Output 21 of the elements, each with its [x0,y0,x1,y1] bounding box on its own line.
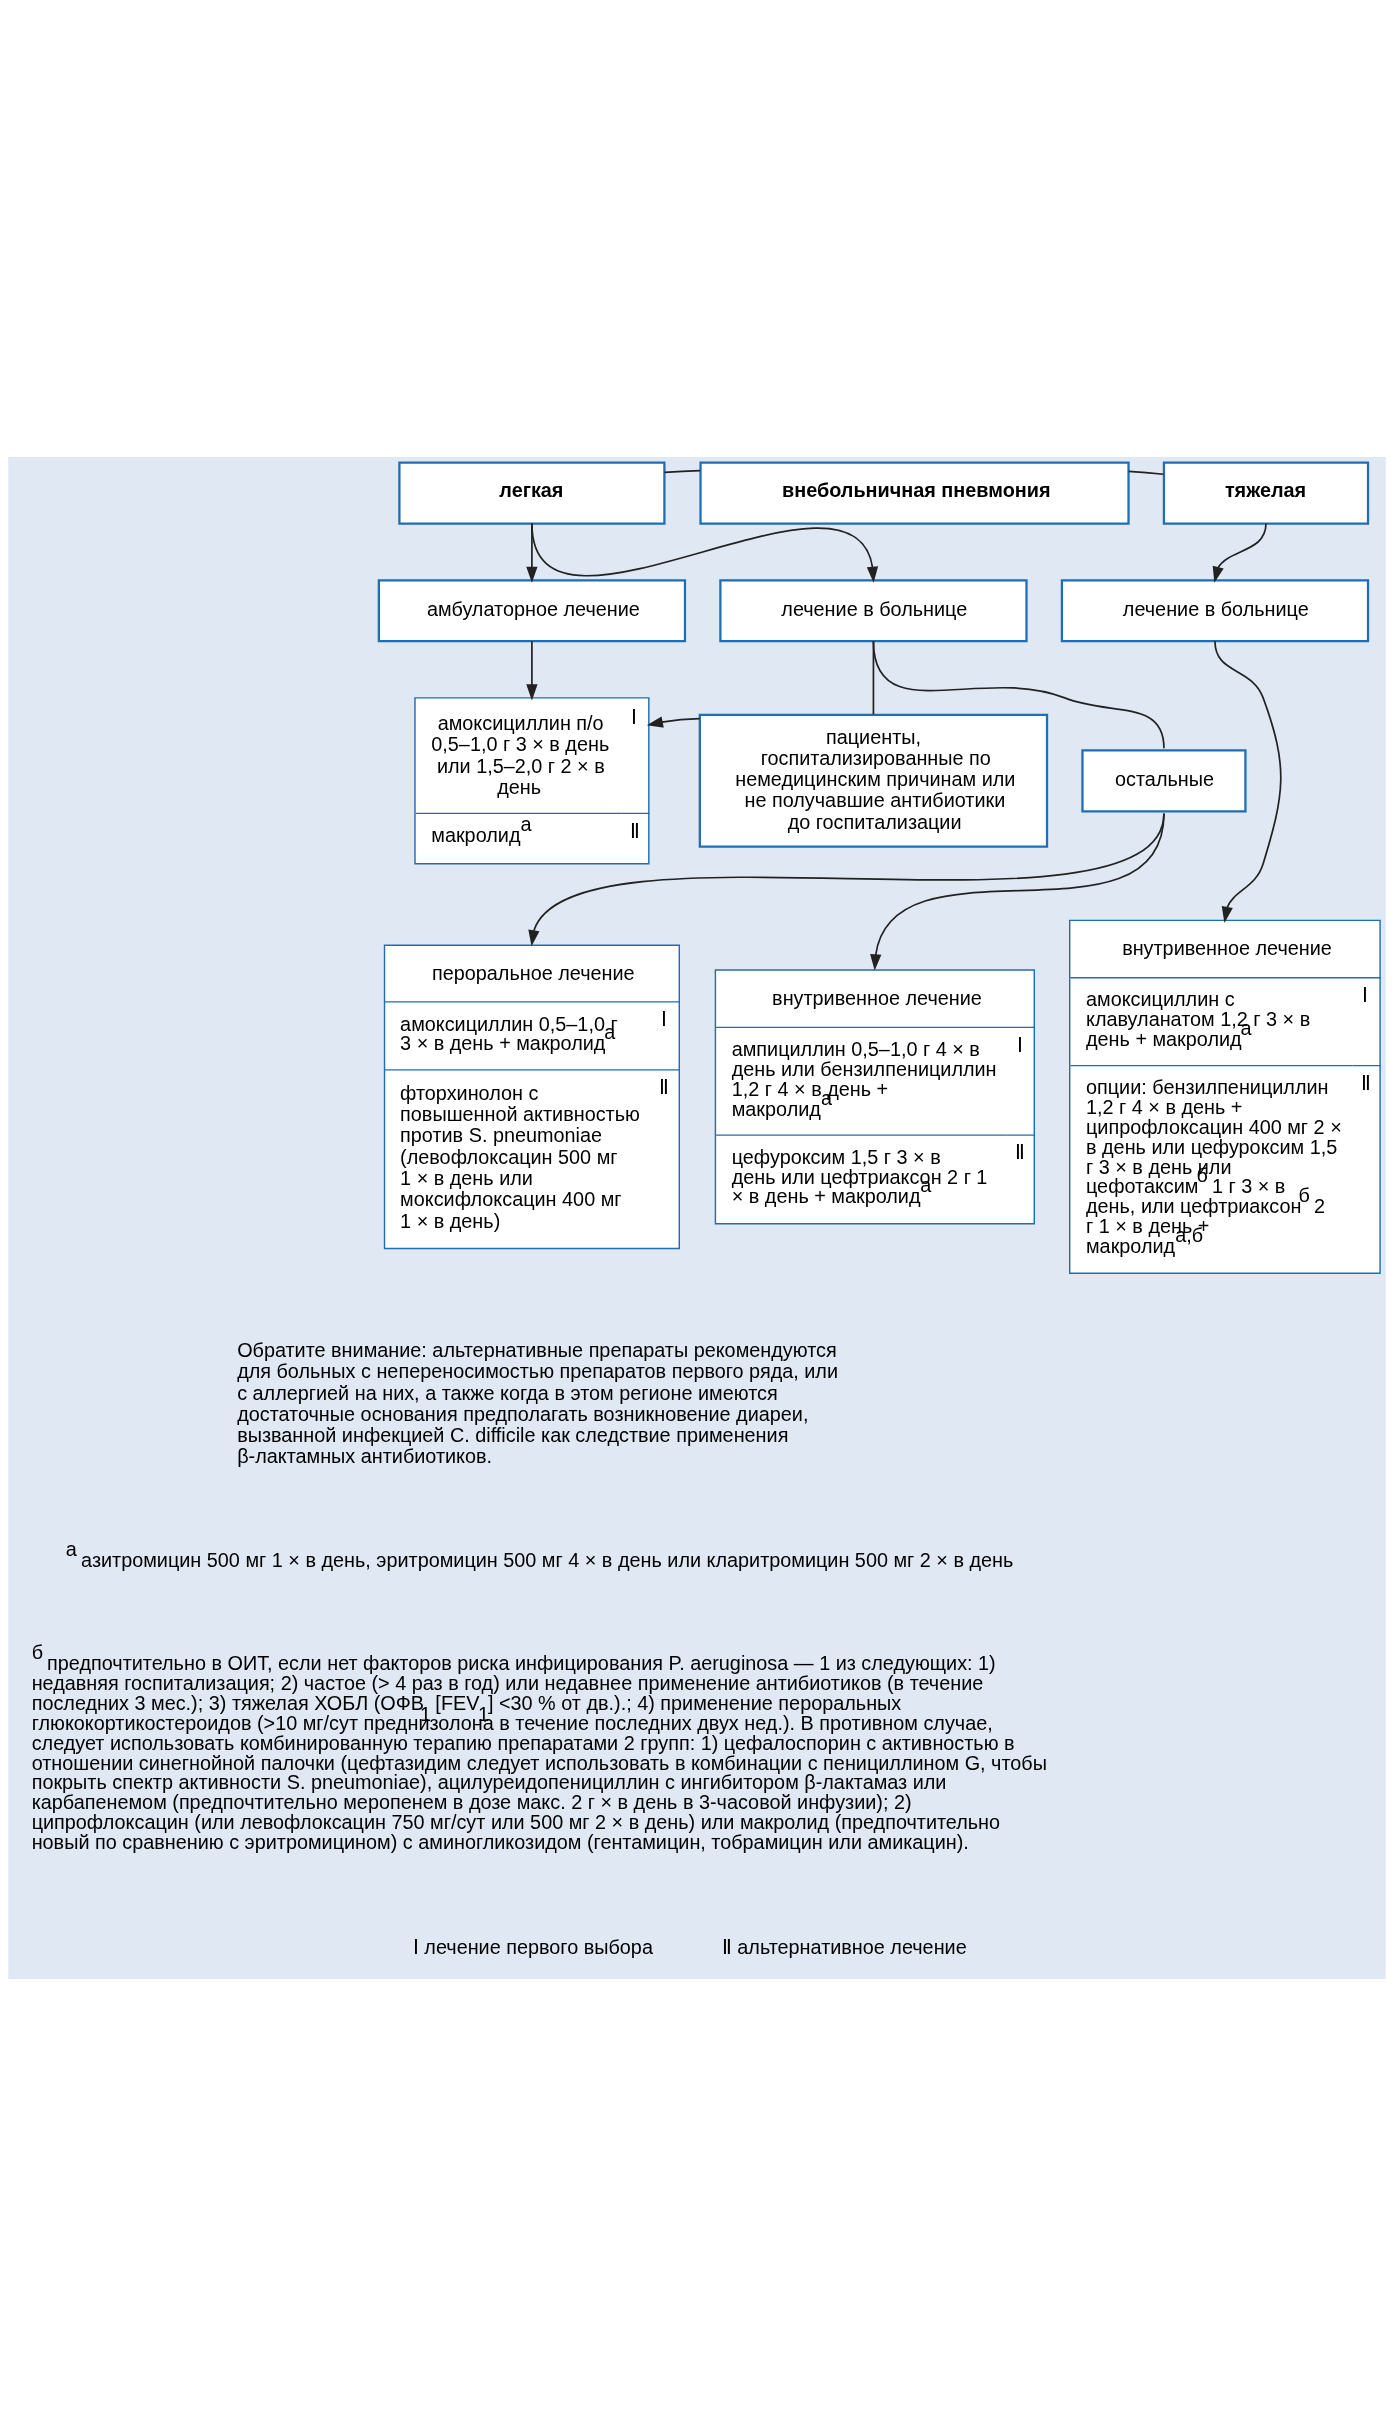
node-box: внебольничная пневмония [699,461,1130,525]
node-box: амбулаторное лечение [377,578,687,642]
label: Ⅱ альтернативное лечение [721,1935,967,1958]
label: Обратите внимание: альтернативные препараты рекомендуются для больных с непереносимостью препаратов первого ряда, или с аллергией на них, а также когда в этом регионе имеются достаточные основания предполагать возникновение диареи, вызванной инфекцией C. difficile как следствие применения β-лактамных антибиотиков. [237,1338,838,1467]
arrow [526,639,538,700]
arrow [1212,522,1267,583]
node-box: пациенты, госпитализированные по немедицинским причинам или не получавшие антибиотики до госпитализации [698,713,1049,848]
label: Ⅰ лечение первого выбора [412,1935,653,1958]
arrow [870,812,1165,970]
node-box: легкая [398,461,666,525]
connector [1127,470,1165,475]
node-box: остальные [1081,748,1247,812]
connector [663,469,702,473]
node-box: лечение в больнице [1060,578,1370,642]
node-box: тяжелая [1162,461,1370,525]
arrow [1214,639,1282,923]
arrow [531,522,879,583]
connector [872,639,1165,749]
node-box: лечение в больнице [719,578,1028,642]
arrow [528,812,1165,946]
arrow [646,715,701,728]
